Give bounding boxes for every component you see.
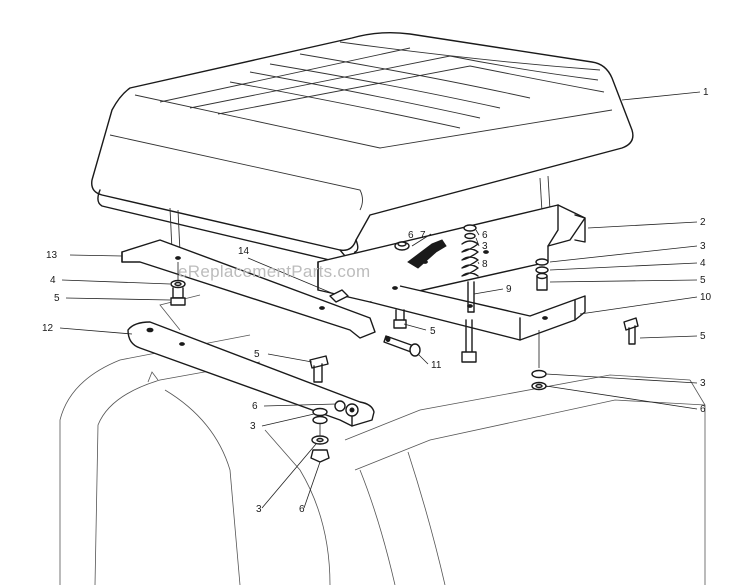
callout-6: 6	[482, 230, 488, 241]
callout-6: 6	[252, 401, 258, 412]
part-7-latch-lever	[394, 239, 447, 269]
part-8-spring	[461, 224, 479, 313]
callout-4: 4	[50, 275, 56, 286]
part-11-pin	[383, 335, 421, 357]
bottom-hardware	[310, 407, 330, 463]
callout-3: 3	[700, 241, 706, 252]
callout-3: 3	[250, 421, 256, 432]
part-13-left-rail	[121, 239, 407, 339]
callout-12: 12	[42, 323, 54, 334]
callout-5: 5	[700, 331, 706, 342]
callout-5: 5	[430, 326, 436, 337]
callout-14: 14	[238, 246, 250, 257]
callout-3: 3	[256, 504, 262, 515]
watermark: eReplacementParts.com	[178, 262, 370, 281]
callout-6: 6	[299, 504, 305, 515]
part-1-seat-cover	[91, 31, 634, 263]
callout-3: 3	[700, 378, 706, 389]
tractor-body-outline	[59, 294, 706, 585]
callout-3: 3	[482, 241, 488, 252]
leader-lines	[59, 91, 701, 509]
callouts: 1 2 3 4 5 10 5 3 6 13 4 5 12 14 6 7 6 3 …	[42, 87, 712, 515]
callout-13: 13	[46, 250, 58, 261]
callout-2: 2	[700, 217, 706, 228]
callout-5: 5	[54, 293, 60, 304]
callout-5: 5	[254, 349, 260, 360]
right-hardware	[461, 258, 639, 391]
callout-5: 5	[700, 275, 706, 286]
callout-7: 7	[420, 230, 426, 241]
callout-10: 10	[700, 292, 712, 303]
bolt-5-center	[309, 355, 329, 383]
callout-6: 6	[408, 230, 414, 241]
callout-6: 6	[700, 404, 706, 415]
callout-1: 1	[703, 87, 709, 98]
left-hardware	[170, 262, 186, 306]
callout-8: 8	[482, 259, 488, 270]
part-12-front-rail	[127, 321, 375, 427]
callout-11: 11	[431, 360, 442, 371]
callout-4: 4	[700, 258, 706, 269]
part-2-frame-bracket	[317, 204, 586, 341]
callout-9: 9	[506, 284, 512, 295]
